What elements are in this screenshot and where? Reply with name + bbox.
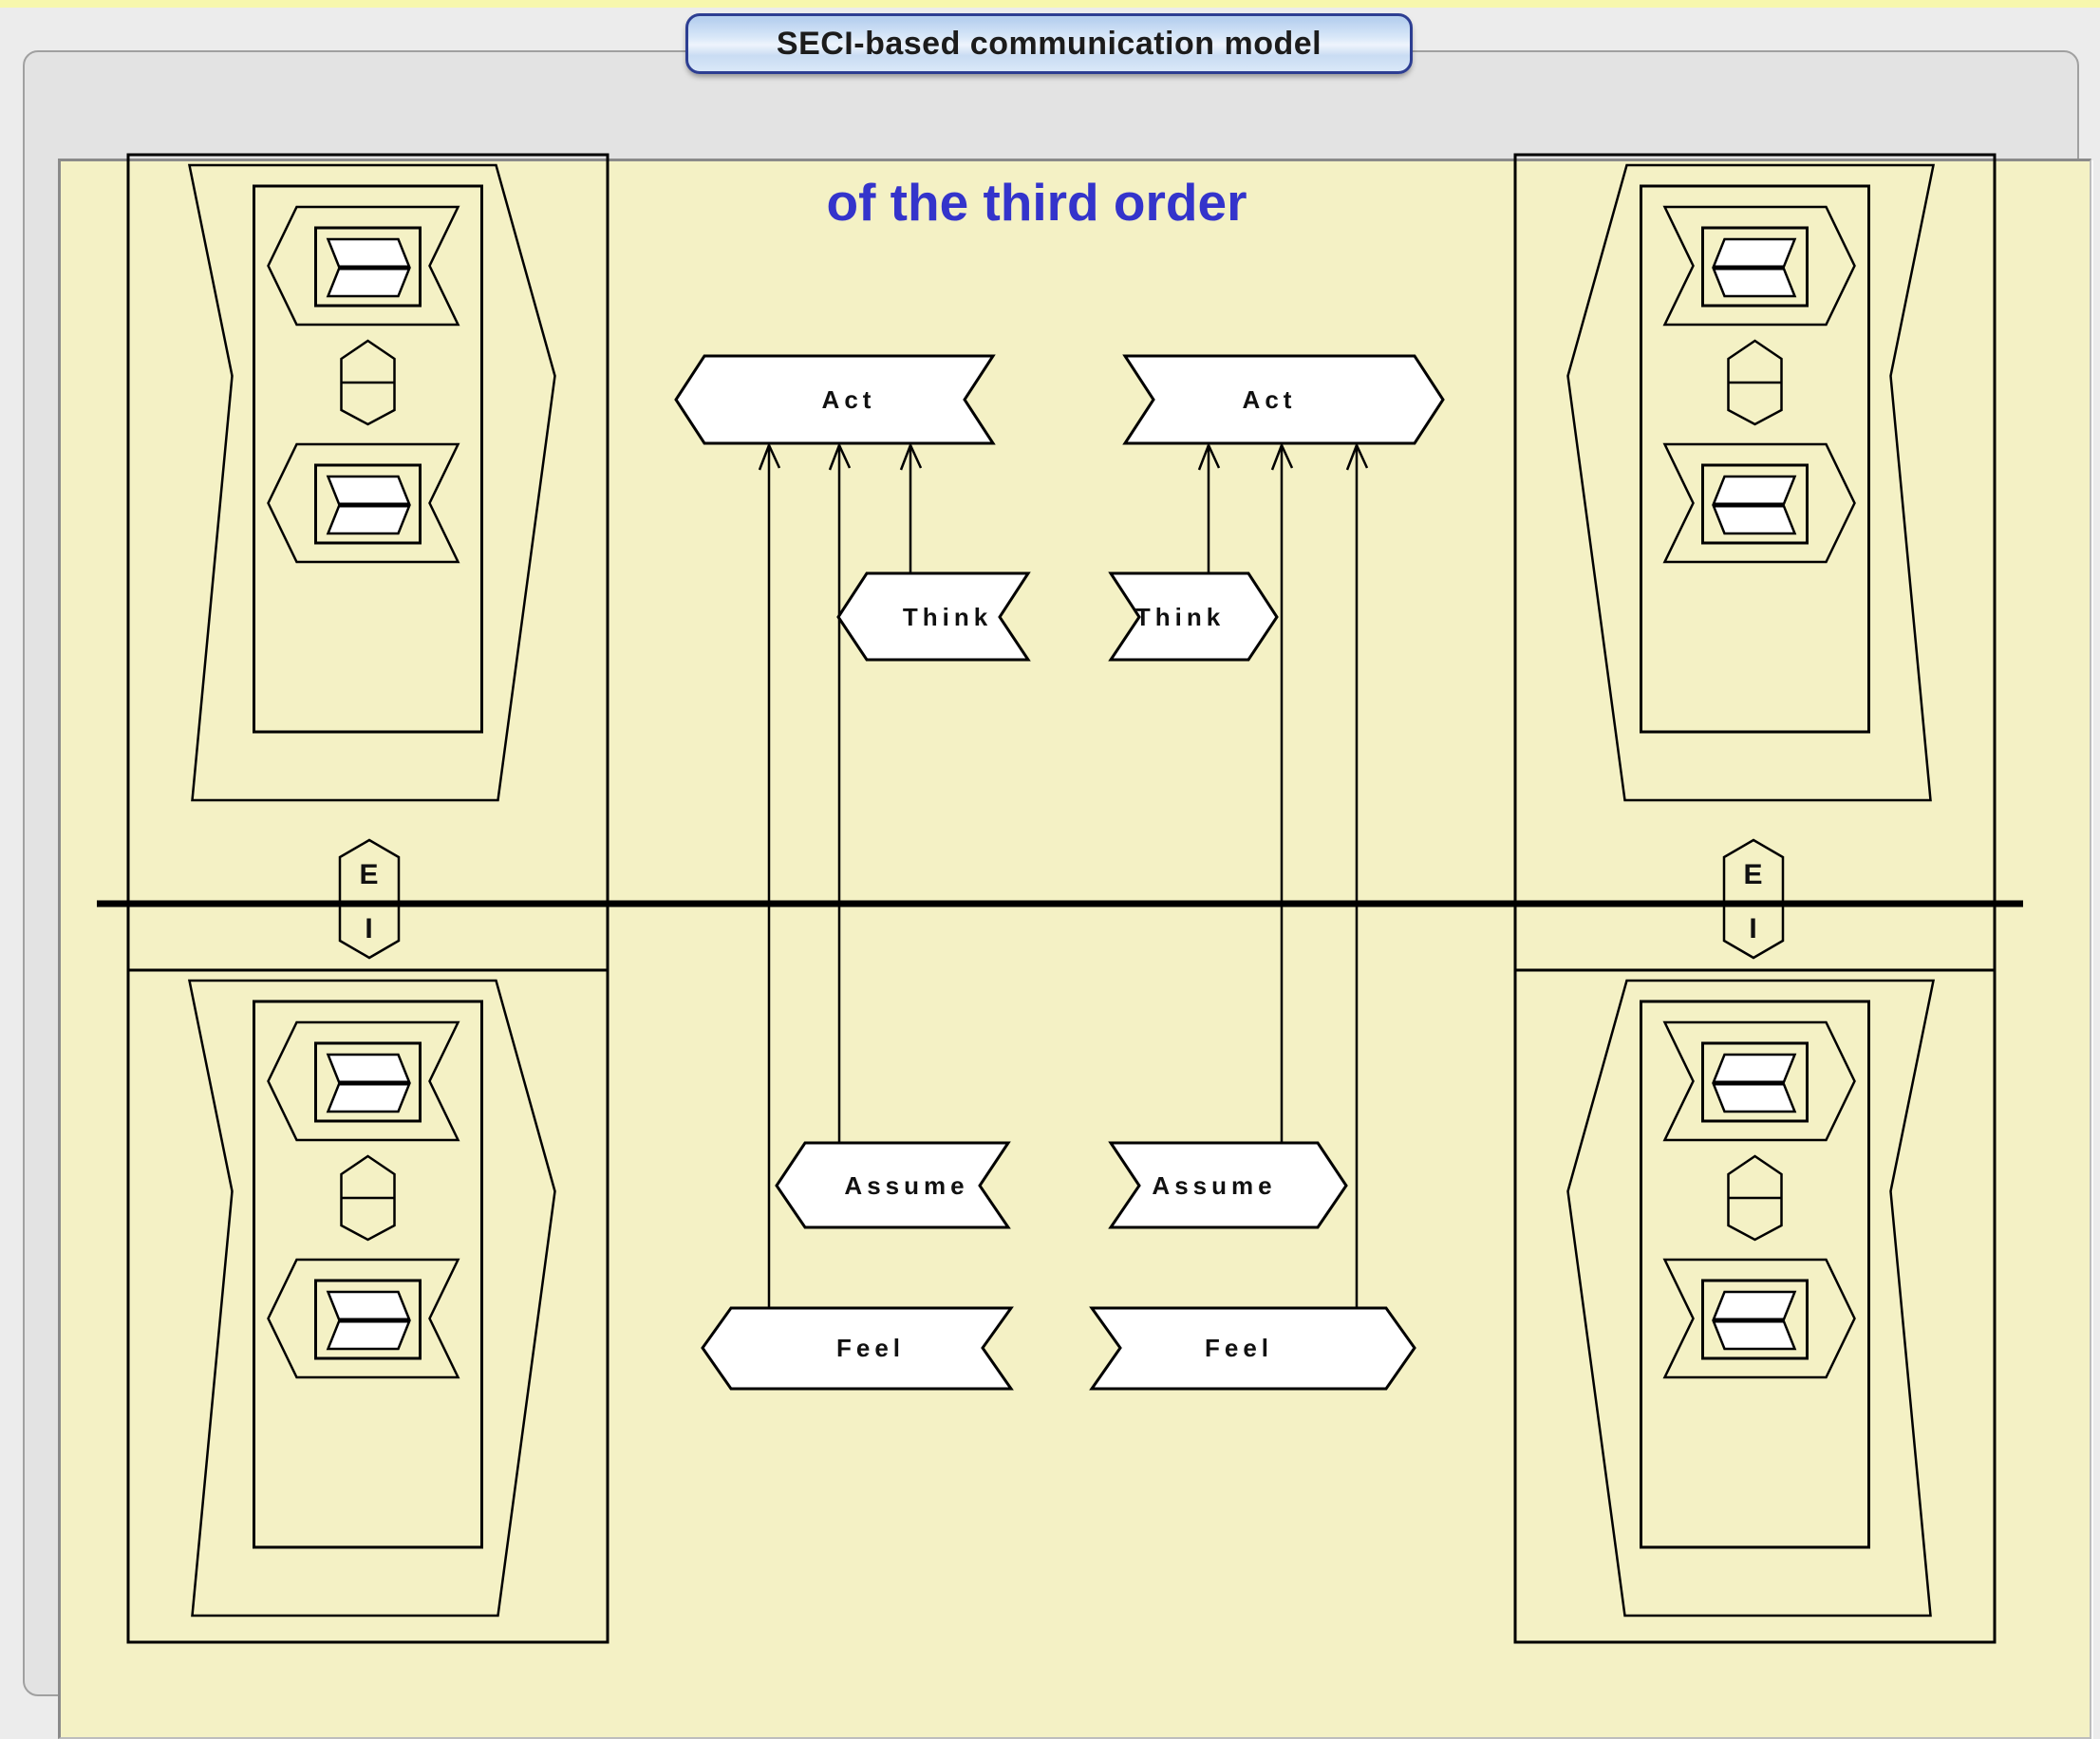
flag-right-feel[interactable] (1089, 1306, 1416, 1391)
arrowheads (758, 441, 1369, 471)
flag-right-think-label: Think (1135, 603, 1225, 631)
flag-right-act[interactable] (1122, 354, 1445, 445)
ei-left-e-label: E (359, 859, 379, 890)
annotation-third-order: of the third order (826, 173, 1247, 232)
group-top-right-content (1568, 165, 1934, 800)
ei-right-i-label: I (1749, 913, 1757, 944)
flag-left-act[interactable] (674, 354, 996, 445)
flag-left-feel-label: Feel (836, 1334, 905, 1362)
group-bottom-left-content (190, 981, 555, 1616)
flag-left-think-label: Think (903, 603, 992, 631)
flag-left-think[interactable] (836, 571, 1031, 662)
group-bottom-left-rect[interactable] (126, 968, 609, 1644)
tab-label: SECI-based communication model (776, 25, 1322, 62)
ei-hexagon-left[interactable] (338, 838, 401, 960)
ei-hexagon-right[interactable] (1722, 838, 1785, 960)
flag-left-act-label: Act (822, 385, 876, 414)
flag-left-assume-label: Assume (844, 1171, 968, 1200)
group-bottom-right-rect[interactable] (1513, 968, 1997, 1644)
top-yellow-strip (0, 0, 2100, 8)
tab-seci-model[interactable]: SECI-based communication model (685, 13, 1413, 74)
flag-right-act-label: Act (1243, 385, 1297, 414)
flag-left-assume[interactable] (775, 1141, 1011, 1229)
flag-right-assume-label: Assume (1152, 1171, 1276, 1200)
flag-left-feel[interactable] (701, 1306, 1014, 1391)
flag-right-assume[interactable] (1108, 1141, 1348, 1229)
flag-right-feel-label: Feel (1205, 1334, 1273, 1362)
flag-right-think[interactable] (1108, 571, 1279, 662)
group-top-left-content (190, 165, 555, 800)
ei-right-e-label: E (1743, 859, 1763, 890)
group-bottom-right-content (1568, 981, 1934, 1616)
ei-left-i-label: I (365, 913, 373, 944)
